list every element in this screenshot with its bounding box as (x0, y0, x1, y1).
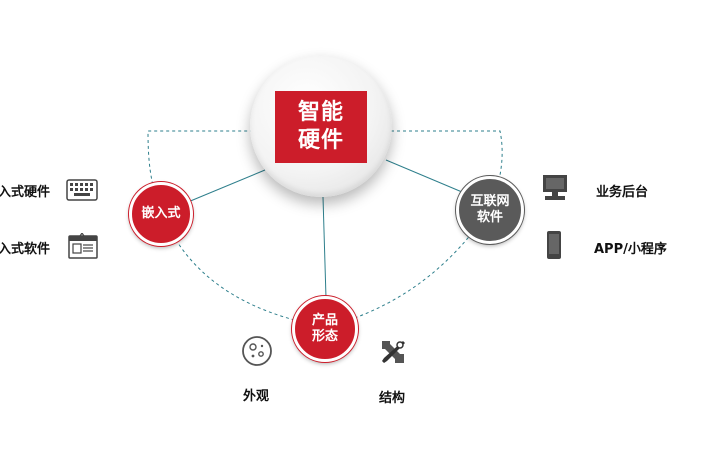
node-product-form: 产品 形态 (292, 296, 358, 362)
structure-label: 结构 (379, 391, 406, 406)
cell-circle-icon (242, 336, 272, 366)
center-title-box: 智能 硬件 (275, 91, 367, 163)
desktop-computer-icon (543, 175, 567, 200)
node-embedded: 嵌入式 (129, 182, 193, 246)
link-center-embedded (187, 169, 266, 203)
embedded-software-label: 嵌入式软件 (0, 242, 50, 257)
document-window-icon (68, 233, 98, 259)
node-product-form-label: 产品 形态 (311, 313, 338, 344)
keyboard-icon (66, 179, 98, 201)
link-center-product (322, 196, 327, 299)
business-backend-label: 业务后台 (596, 185, 649, 200)
embedded-hardware-label: 嵌入式硬件 (0, 185, 50, 200)
appearance-label: 外观 (243, 389, 270, 404)
dashed-arc-bottom-left (161, 212, 327, 328)
link-center-internet (385, 159, 463, 193)
dashed-arc-right (385, 130, 503, 208)
tools-icon (379, 338, 407, 366)
node-internet-software-label: 互联网 软件 (470, 194, 510, 225)
mobile-phone-icon (547, 231, 561, 259)
app-miniprogram-label: APP/小程序 (594, 242, 667, 257)
node-internet-software: 互联网 软件 (456, 176, 524, 244)
node-embedded-label: 嵌入式 (141, 206, 181, 221)
center-title: 智能 硬件 (297, 100, 344, 153)
